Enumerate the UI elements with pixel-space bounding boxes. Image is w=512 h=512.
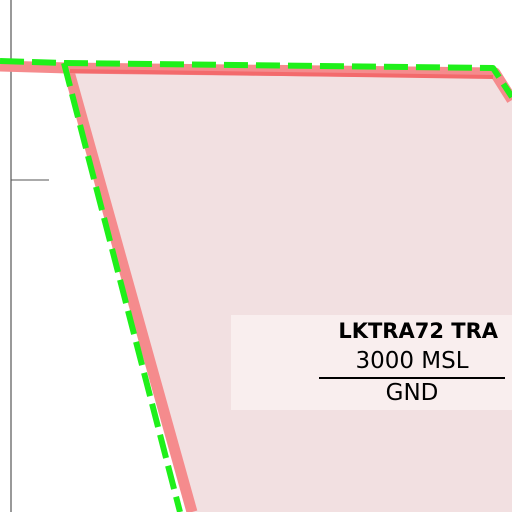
limit-divider xyxy=(319,377,505,379)
airspace-name: LKTRA72 TRA xyxy=(338,319,498,343)
lower-limit: GND xyxy=(385,380,439,406)
dashed-boundary-line xyxy=(0,58,512,99)
dashed-boundary-line-left xyxy=(61,62,183,512)
airspace-label: LKTRA72 TRA 3000 MSL GND xyxy=(231,315,512,410)
upper-limit: 3000 MSL xyxy=(355,348,469,374)
airspace-border-left xyxy=(62,66,198,512)
airspace-top-edge xyxy=(69,69,494,79)
